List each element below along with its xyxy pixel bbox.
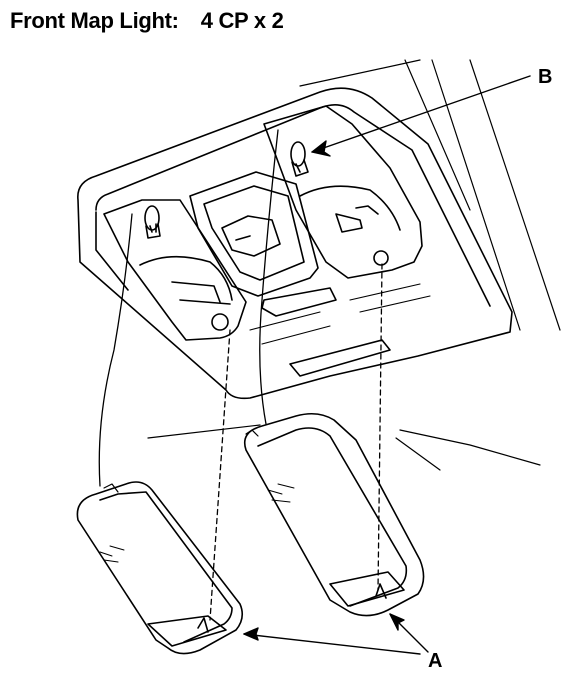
guide-lines (99, 130, 382, 620)
left-bulb-icon (145, 206, 160, 238)
callout-a-label: A (428, 650, 443, 672)
headliner-lines (148, 60, 560, 470)
title-label: Front Map Light: (10, 8, 179, 33)
left-lamp-cavity (104, 200, 246, 340)
console-slots (250, 284, 430, 376)
center-compartment (190, 172, 318, 296)
bulb-spec: 4 CP x 2 (200, 8, 284, 33)
page-title: Front Map Light: 4 CP x 2 (10, 8, 284, 34)
right-screw-hole (374, 251, 388, 265)
right-bulb-icon (291, 142, 308, 176)
console-housing (78, 88, 512, 398)
right-lens (104, 414, 424, 616)
callout-b-label: B (538, 66, 553, 88)
left-screw-hole (212, 314, 228, 330)
right-lamp-cavity (264, 106, 422, 278)
left-lens (77, 482, 242, 654)
callout-leaders (244, 76, 530, 654)
